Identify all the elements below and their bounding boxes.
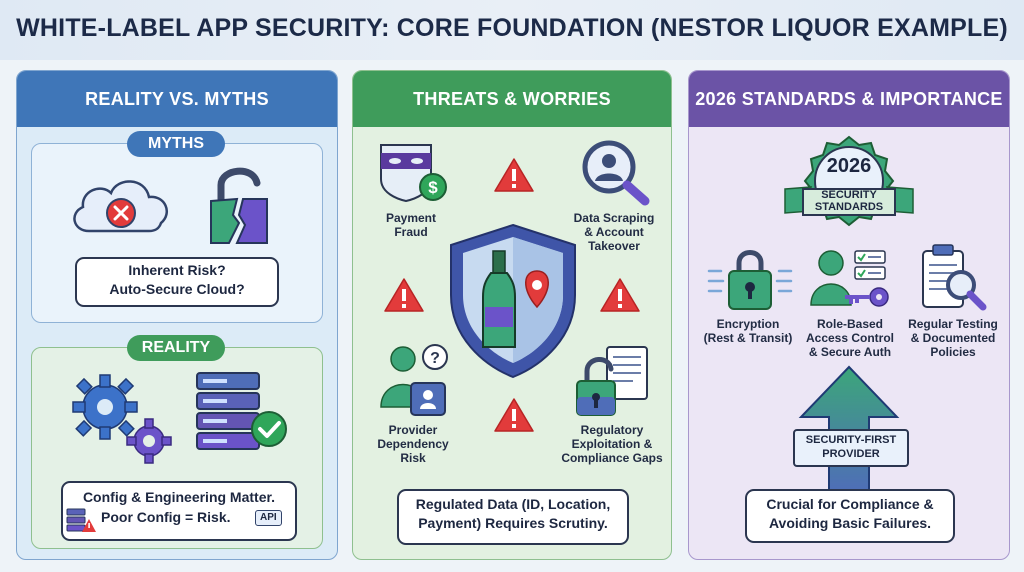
regulatory-lock-icon xyxy=(576,346,648,416)
encryption-label: Encryption (Rest & Transit) xyxy=(703,317,793,345)
server-alert-icon xyxy=(66,508,96,532)
reality-label: REALITY xyxy=(127,335,225,361)
rbac-user-key-icon xyxy=(810,250,889,307)
badge-year: 2026 xyxy=(826,155,872,177)
fraud-mask-icon: $ xyxy=(380,144,447,203)
standards-panel: 2026 STANDARDS & IMPORTANCE 2026 SECURIT… xyxy=(688,70,1010,560)
myths-callout: Inherent Risk? Auto-Secure Cloud? xyxy=(75,257,279,307)
cloud-error-icon xyxy=(73,180,168,233)
reality-vs-myths-panel: REALITY VS. MYTHS MYTHS Inherent Risk? A… xyxy=(16,70,338,560)
security-first-provider-box: SECURITY-FIRST PROVIDER xyxy=(793,429,909,467)
api-tag: API xyxy=(255,510,282,526)
title-bar xyxy=(0,0,1024,60)
standards-callout: Crucial for Compliance & Avoiding Basic … xyxy=(745,489,955,543)
reality-callout-line1: Config & Engineering Matter. xyxy=(82,489,276,505)
alert-icon-right xyxy=(600,278,640,312)
page-title: WHITE-LABEL APP SECURITY: CORE FOUNDATIO… xyxy=(16,14,1008,42)
broken-lock-icon xyxy=(210,167,268,244)
server-check-icon xyxy=(196,372,287,450)
reality-panel-heading: REALITY VS. MYTHS xyxy=(17,71,337,127)
alert-icon-top xyxy=(494,158,534,192)
alert-icon-bottom xyxy=(494,398,534,432)
data-scraping-label: Data Scraping & Account Takeover xyxy=(573,211,655,253)
gears-icon xyxy=(72,374,172,464)
reality-callout-line2: Poor Config = Risk. xyxy=(101,509,231,525)
alert-icon-left xyxy=(384,278,424,312)
threats-panel: THREATS & WORRIES $ Payment Fraud Data S… xyxy=(352,70,672,560)
regulatory-label: Regulatory Exploitation & Compliance Gap… xyxy=(561,423,663,465)
money-symbol: $ xyxy=(428,178,438,197)
provider-user-icon: ? xyxy=(380,344,448,416)
standards-badge-icon xyxy=(784,135,914,227)
testing-clipboard-icon xyxy=(922,244,987,311)
badge-text: SECURITY STANDARDS xyxy=(814,189,884,213)
threats-callout: Regulated Data (ID, Location, Payment) R… xyxy=(397,489,629,545)
encryption-lock-icon xyxy=(707,250,793,310)
question-symbol: ? xyxy=(430,350,440,367)
myths-label: MYTHS xyxy=(127,131,225,157)
payment-fraud-label: Payment Fraud xyxy=(385,211,437,239)
reality-callout-row2: Poor Config = Risk. API xyxy=(63,507,295,532)
threats-panel-heading: THREATS & WORRIES xyxy=(353,71,671,127)
shield-bottle-icon xyxy=(450,223,576,379)
standards-panel-heading: 2026 STANDARDS & IMPORTANCE xyxy=(689,71,1009,127)
reality-callout: Config & Engineering Matter. Poor Config… xyxy=(61,481,297,541)
magnifier-user-icon xyxy=(582,140,650,206)
provider-risk-label: Provider Dependency Risk xyxy=(377,423,449,465)
rbac-label: Role-Based Access Control & Secure Auth xyxy=(805,317,895,359)
testing-label: Regular Testing & Documented Policies xyxy=(908,317,998,359)
